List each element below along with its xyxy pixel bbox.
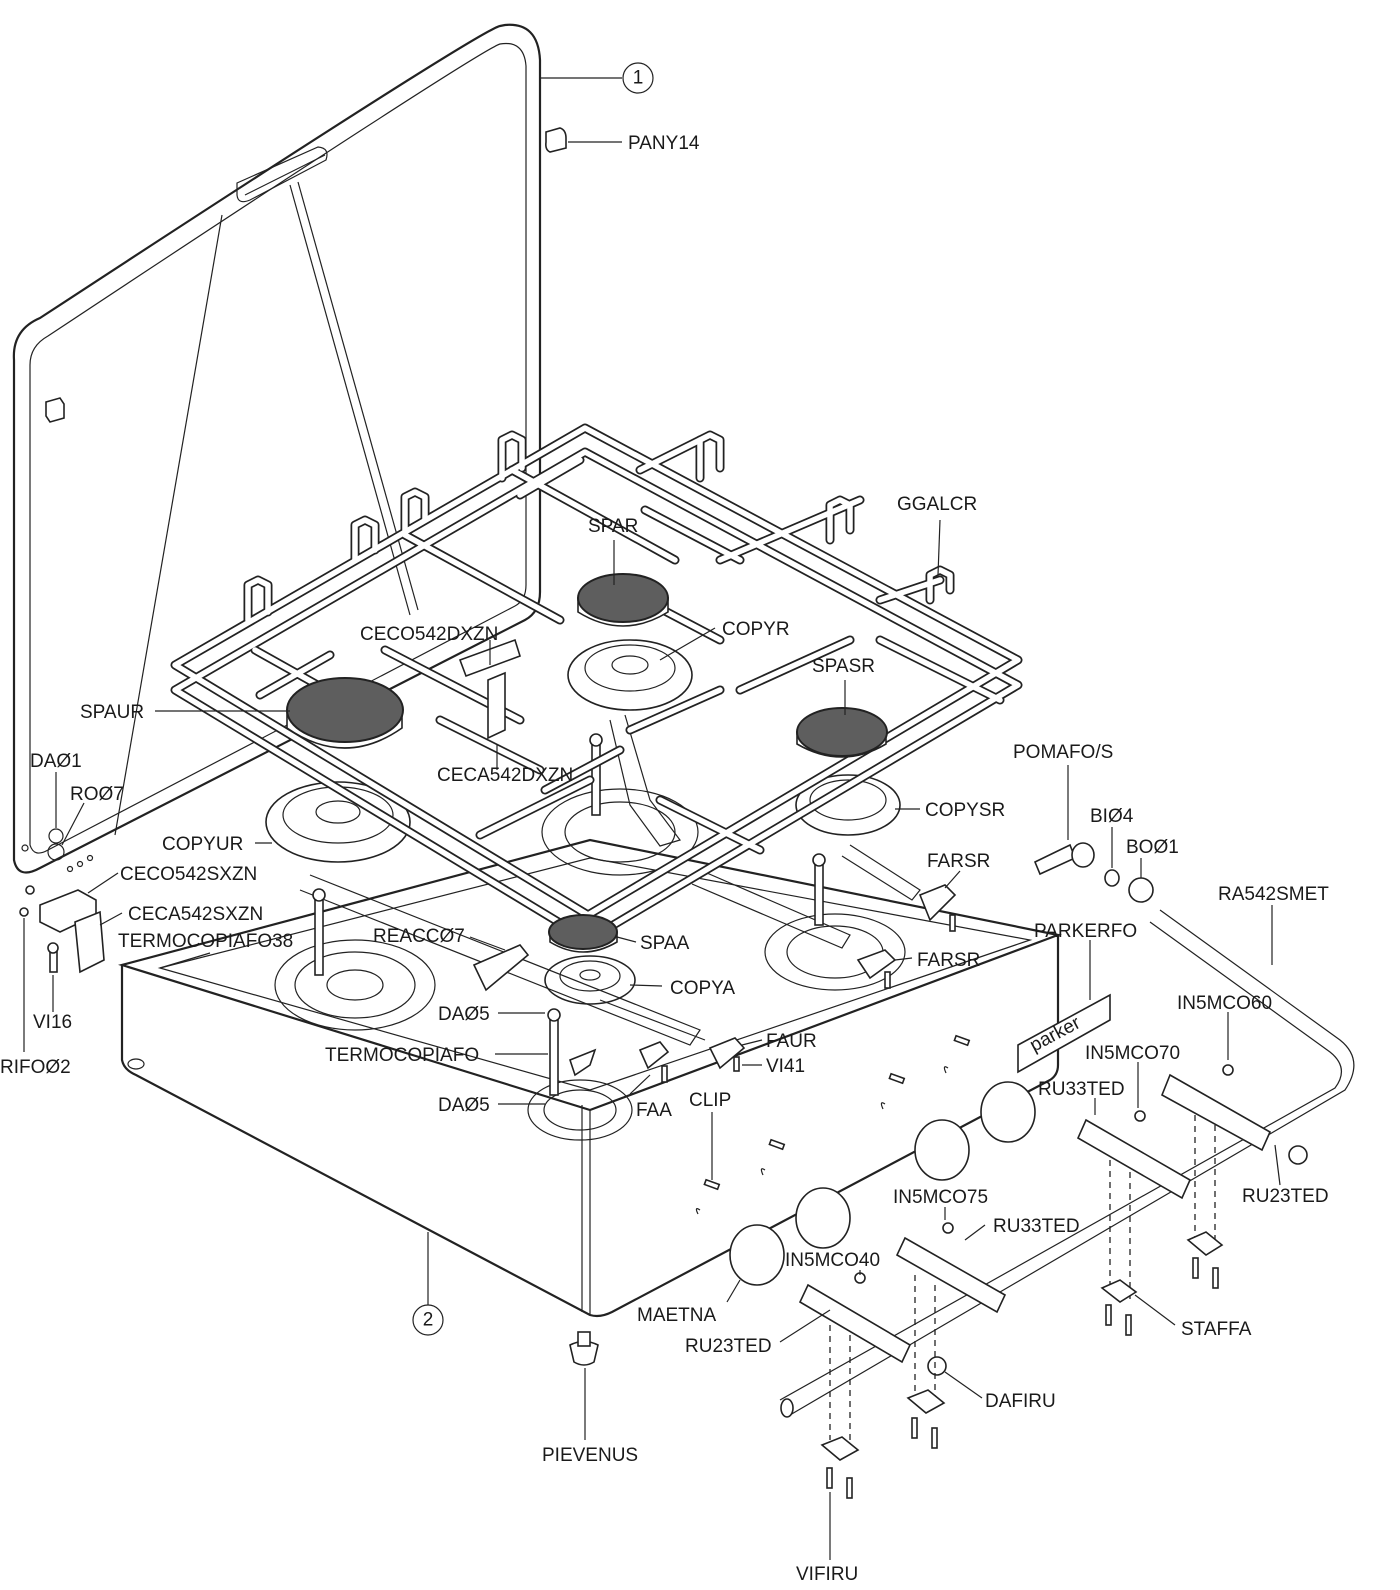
burner-bases xyxy=(274,788,906,1141)
burner-caps xyxy=(286,573,888,953)
label-copysr: COPYSR xyxy=(925,800,1005,821)
label-termo: TERMOCOPIAFO xyxy=(325,1045,479,1066)
label-staffa: STAFFA xyxy=(1181,1319,1252,1340)
label-bi4: BIØ4 xyxy=(1090,806,1134,827)
label-ru23ted-left: RU23TED xyxy=(685,1336,772,1357)
label-reacc7: REACCØ7 xyxy=(373,926,465,947)
gas-taps xyxy=(798,1064,1272,1364)
label-parkerfo: PARKERFO xyxy=(1034,921,1137,942)
label-in5mco70: IN5MCO70 xyxy=(1085,1043,1180,1064)
label-ceca542dxzn: CECA542DXZN xyxy=(437,765,573,786)
label-vi16: VI16 xyxy=(33,1012,72,1033)
label-spaa: SPAA xyxy=(640,933,690,954)
label-ggalcr: GGALCR xyxy=(897,494,977,515)
label-spasr: SPASR xyxy=(812,656,875,677)
label-faa: FAA xyxy=(636,1100,672,1121)
control-knobs xyxy=(729,1081,1036,1286)
cooktop-base xyxy=(118,838,1062,1318)
label-ceco542dxzn: CECO542DXZN xyxy=(360,624,498,645)
label-vi41: VI41 xyxy=(766,1056,805,1077)
label-rifo2: RIFOØ2 xyxy=(0,1057,71,1078)
label-farsr-top: FARSR xyxy=(927,851,990,872)
label-ro7: ROØ7 xyxy=(70,784,124,805)
burner-crowns xyxy=(265,639,901,1005)
pievenus-foot xyxy=(569,1331,599,1366)
label-da5-bottom: DAØ5 xyxy=(438,1095,490,1116)
label-copyr: COPYR xyxy=(722,619,790,640)
callout-1: 1 xyxy=(622,62,654,94)
label-clip: CLIP xyxy=(689,1090,731,1111)
label-ceca542sxzn: CECA542SXZN xyxy=(128,904,263,925)
label-pievenus: PIEVENUS xyxy=(542,1445,638,1466)
lid xyxy=(12,23,542,874)
label-dafiru: DAFIRU xyxy=(985,1391,1056,1412)
label-faur: FAUR xyxy=(766,1031,817,1052)
label-in5mco75: IN5MCO75 xyxy=(893,1187,988,1208)
pany14-clip xyxy=(545,127,567,153)
label-da5-top: DAØ5 xyxy=(438,1004,490,1025)
label-in5mco60: IN5MCO60 xyxy=(1177,993,1272,1014)
label-ra542smet: RA542SMET xyxy=(1218,884,1329,905)
callout-1-text: 1 xyxy=(633,68,644,89)
label-vifiru: VIFIRU xyxy=(796,1564,858,1585)
label-ru33ted-top: RU33TED xyxy=(1038,1079,1125,1100)
part-labels: PANY14 GGALCR SPAR COPYR CECO542DXZN SPA… xyxy=(0,133,1329,1585)
tap-fixings xyxy=(820,1115,1224,1499)
gas-supply xyxy=(779,842,1355,1418)
callout-2-text: 2 xyxy=(423,1310,434,1331)
label-ru33ted-mid: RU33TED xyxy=(993,1216,1080,1237)
label-spaur: SPAUR xyxy=(80,702,144,723)
label-termo38: TERMOCOPIAFO38 xyxy=(118,931,293,952)
label-copya: COPYA xyxy=(670,978,735,999)
label-maetna: MAETNA xyxy=(637,1305,717,1326)
leader-lines xyxy=(23,77,1281,1560)
thermocouples xyxy=(312,733,826,1096)
label-farsr-bottom: FARSR xyxy=(917,950,980,971)
label-da1: DAØ1 xyxy=(30,751,82,772)
label-ceco542sxzn: CECO542SXZN xyxy=(120,864,257,885)
label-ru23ted-right: RU23TED xyxy=(1242,1186,1329,1207)
small-screws xyxy=(661,914,971,1191)
label-bo1: BOØ1 xyxy=(1126,837,1179,858)
label-pany14: PANY14 xyxy=(628,133,700,154)
label-in5mco40: IN5MCO40 xyxy=(785,1250,880,1271)
label-pomafo: POMAFO/S xyxy=(1013,742,1113,763)
flame-failure-brackets xyxy=(472,884,957,1077)
label-copyur: COPYUR xyxy=(162,834,243,855)
label-spar: SPAR xyxy=(588,516,638,537)
callout-2: 2 xyxy=(412,1304,444,1336)
